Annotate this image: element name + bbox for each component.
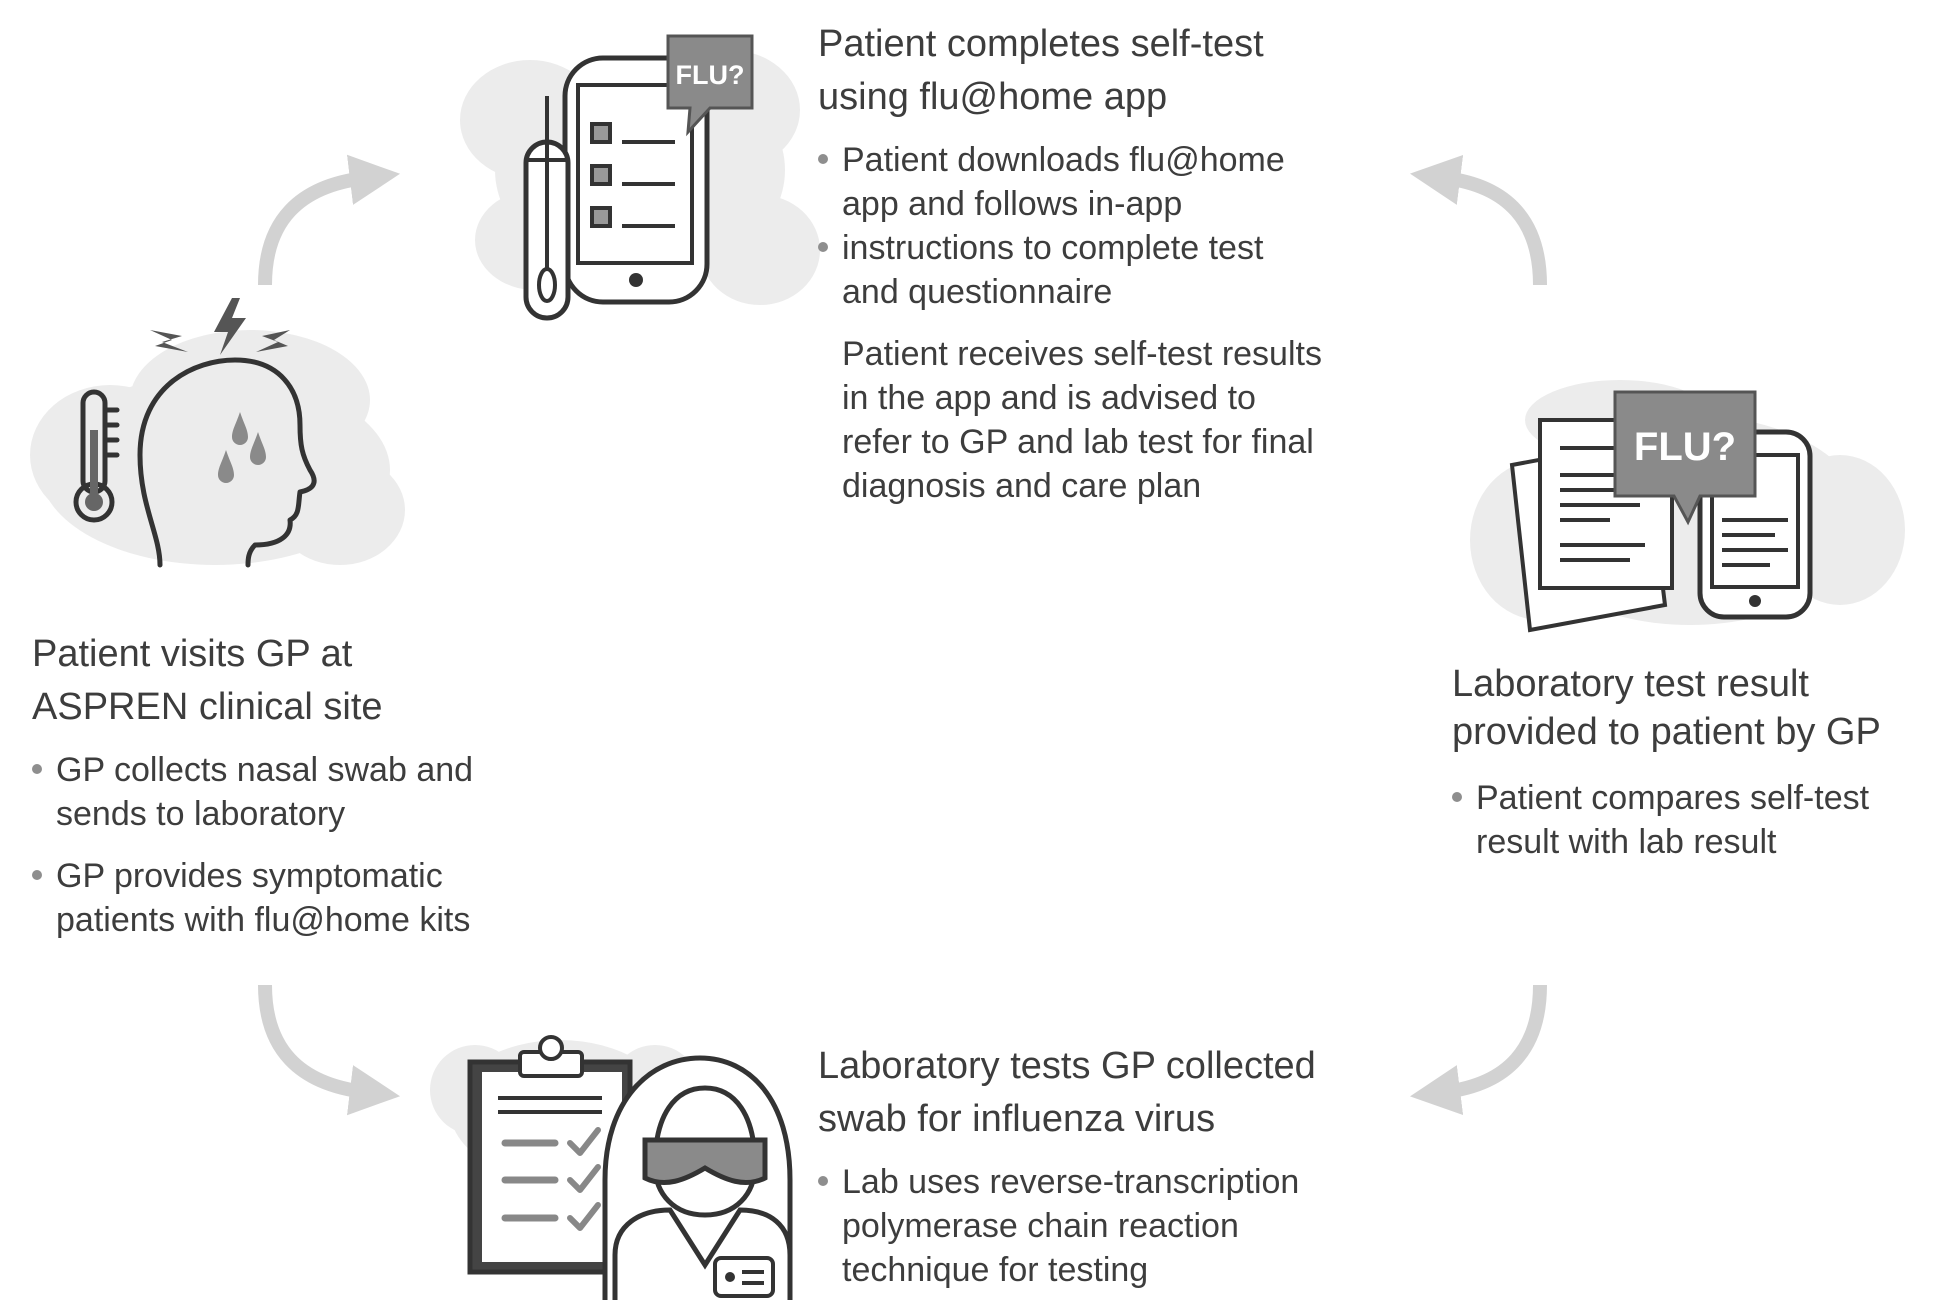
feverish-patient-icon — [30, 298, 405, 568]
arrow-to-lab-result — [1410, 154, 1547, 286]
bubble-label-lab-result: FLU? — [1634, 425, 1736, 469]
step-lab-result-heading: Laboratory test result provided to patie… — [1452, 663, 1881, 753]
step-self-test-heading: Patient completes self-test using flu@ho… — [818, 23, 1264, 118]
arrow-to-self-test — [258, 154, 401, 286]
lab-technician-icon — [430, 1035, 793, 1300]
arrow-to-lab-tests — [258, 984, 401, 1116]
step-self-test-text: Patient completes self-test using flu@ho… — [818, 18, 1418, 526]
report-and-phone-icon: FLU? — [1470, 380, 1905, 633]
step-gp-visit-heading: Patient visits GP at ASPREN clinical sit… — [32, 633, 383, 728]
phone-swab-icon: FLU? — [460, 34, 820, 321]
arrow-back-to-gp — [1410, 984, 1547, 1116]
step-lab-result-text: Laboratory test result provided to patie… — [1452, 660, 1932, 882]
bubble-label-self-test: FLU? — [676, 60, 745, 90]
step-lab-tests-text: Laboratory tests GP collected swab for i… — [818, 1040, 1438, 1310]
step-gp-visit-text: Patient visits GP at ASPREN clinical sit… — [32, 628, 572, 960]
step-lab-tests-heading: Laboratory tests GP collected swab for i… — [818, 1045, 1316, 1140]
